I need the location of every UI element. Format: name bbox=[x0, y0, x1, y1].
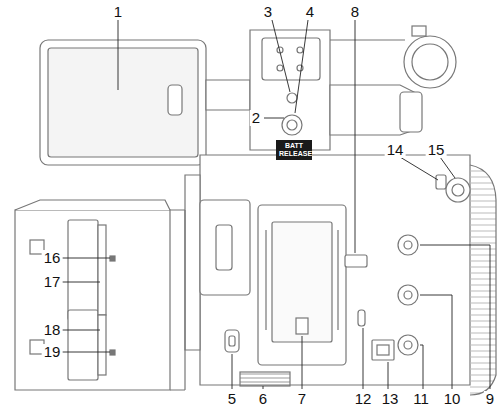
lcd-panel bbox=[40, 40, 206, 165]
callout-number: 8 bbox=[349, 4, 361, 20]
callout-number: 11 bbox=[411, 391, 431, 407]
callout-number: 2 bbox=[250, 110, 262, 126]
hdmi-port bbox=[345, 255, 367, 267]
lcd-screen bbox=[48, 48, 198, 157]
callout-number: 10 bbox=[442, 391, 463, 407]
accessory-screw bbox=[287, 93, 297, 103]
callout-number: 18 bbox=[42, 322, 63, 338]
round-connector bbox=[446, 178, 470, 202]
callout-number: 4 bbox=[304, 4, 316, 20]
card-slot-inset bbox=[15, 210, 170, 390]
callout-number: 1 bbox=[112, 4, 124, 20]
switch bbox=[436, 175, 446, 189]
callout-number: 3 bbox=[262, 4, 274, 20]
lan-port bbox=[372, 340, 394, 360]
top-handle bbox=[250, 30, 330, 150]
callout-number: 15 bbox=[426, 142, 447, 158]
callout-number: 14 bbox=[385, 142, 406, 158]
leader-lines bbox=[62, 20, 490, 389]
bnc-terminal bbox=[398, 285, 418, 305]
callout-number: 13 bbox=[380, 391, 401, 407]
dc-in bbox=[225, 330, 239, 352]
lcd-arm bbox=[206, 80, 250, 110]
callout-number: 17 bbox=[42, 274, 63, 290]
side-cover bbox=[200, 200, 250, 295]
grip-strap bbox=[470, 165, 496, 395]
card-slot bbox=[68, 310, 98, 380]
callout-number: 16 bbox=[42, 250, 63, 266]
callout-number: 5 bbox=[226, 391, 238, 407]
handle-knob bbox=[282, 115, 302, 135]
vent bbox=[240, 372, 290, 386]
callout-number: 12 bbox=[353, 391, 374, 407]
usb-port bbox=[358, 310, 365, 326]
card-slot bbox=[68, 220, 98, 320]
callout-number: 9 bbox=[484, 391, 496, 407]
callout-number: 19 bbox=[42, 344, 63, 360]
mic-holder bbox=[404, 36, 456, 88]
bnc-terminal bbox=[398, 235, 418, 255]
camera-body bbox=[200, 155, 470, 385]
bnc-terminal bbox=[398, 335, 418, 355]
button-label: BATT RELEASE bbox=[276, 140, 312, 160]
callout-number: 6 bbox=[257, 391, 269, 407]
callout-number: 7 bbox=[296, 391, 308, 407]
